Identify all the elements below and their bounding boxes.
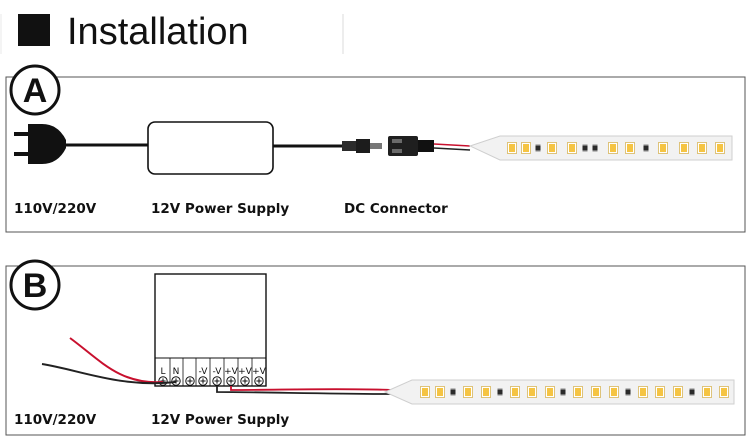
power-supply-terminal-block	[154, 273, 267, 387]
terminal-label-neg-v-2: -V	[213, 367, 223, 377]
terminal-label-pos-v-1: +V	[224, 367, 239, 377]
led-strip-icon	[468, 135, 733, 161]
label-power-supply-a: 12V Power Supply	[151, 201, 289, 217]
output-wire-black	[216, 386, 393, 395]
badge-a: A	[9, 64, 61, 116]
mains-wire-red	[69, 337, 164, 384]
terminal-label-pos-v-2: +V	[238, 367, 253, 377]
page-title: Installation	[67, 11, 249, 53]
panel-b-frame	[5, 265, 746, 436]
badge-b-letter: B	[23, 267, 48, 305]
label-dc-connector: DC Connector	[344, 201, 448, 217]
terminal-label-pos-v-3: +V	[252, 367, 267, 377]
terminal-label-n: N	[173, 367, 180, 377]
mains-wire-black	[41, 363, 177, 385]
power-supply-icon	[147, 121, 274, 175]
label-mains-a: 110V/220V	[14, 201, 97, 217]
lead-black-a	[433, 147, 471, 151]
header: Installation	[0, 0, 750, 62]
badge-b: B	[9, 259, 61, 311]
plug-icon	[14, 124, 66, 164]
output-wire-red	[230, 386, 393, 391]
terminal-labels: L N -V -V +V +V +V	[160, 367, 266, 377]
terminal-label-l: L	[160, 367, 165, 377]
header-rule-left	[0, 14, 2, 54]
label-mains-b: 110V/220V	[14, 412, 97, 428]
lead-red-a	[433, 143, 471, 147]
badge-a-letter: A	[23, 72, 48, 110]
dc-connector-icon	[388, 136, 434, 156]
bullet-square-icon	[18, 14, 50, 46]
header-rule-right	[342, 14, 344, 54]
led-strip-icon	[383, 379, 735, 405]
terminal-label-neg-v-1: -V	[199, 367, 209, 377]
label-power-supply-b: 12V Power Supply	[151, 412, 289, 428]
dc-plug-icon	[342, 139, 382, 153]
